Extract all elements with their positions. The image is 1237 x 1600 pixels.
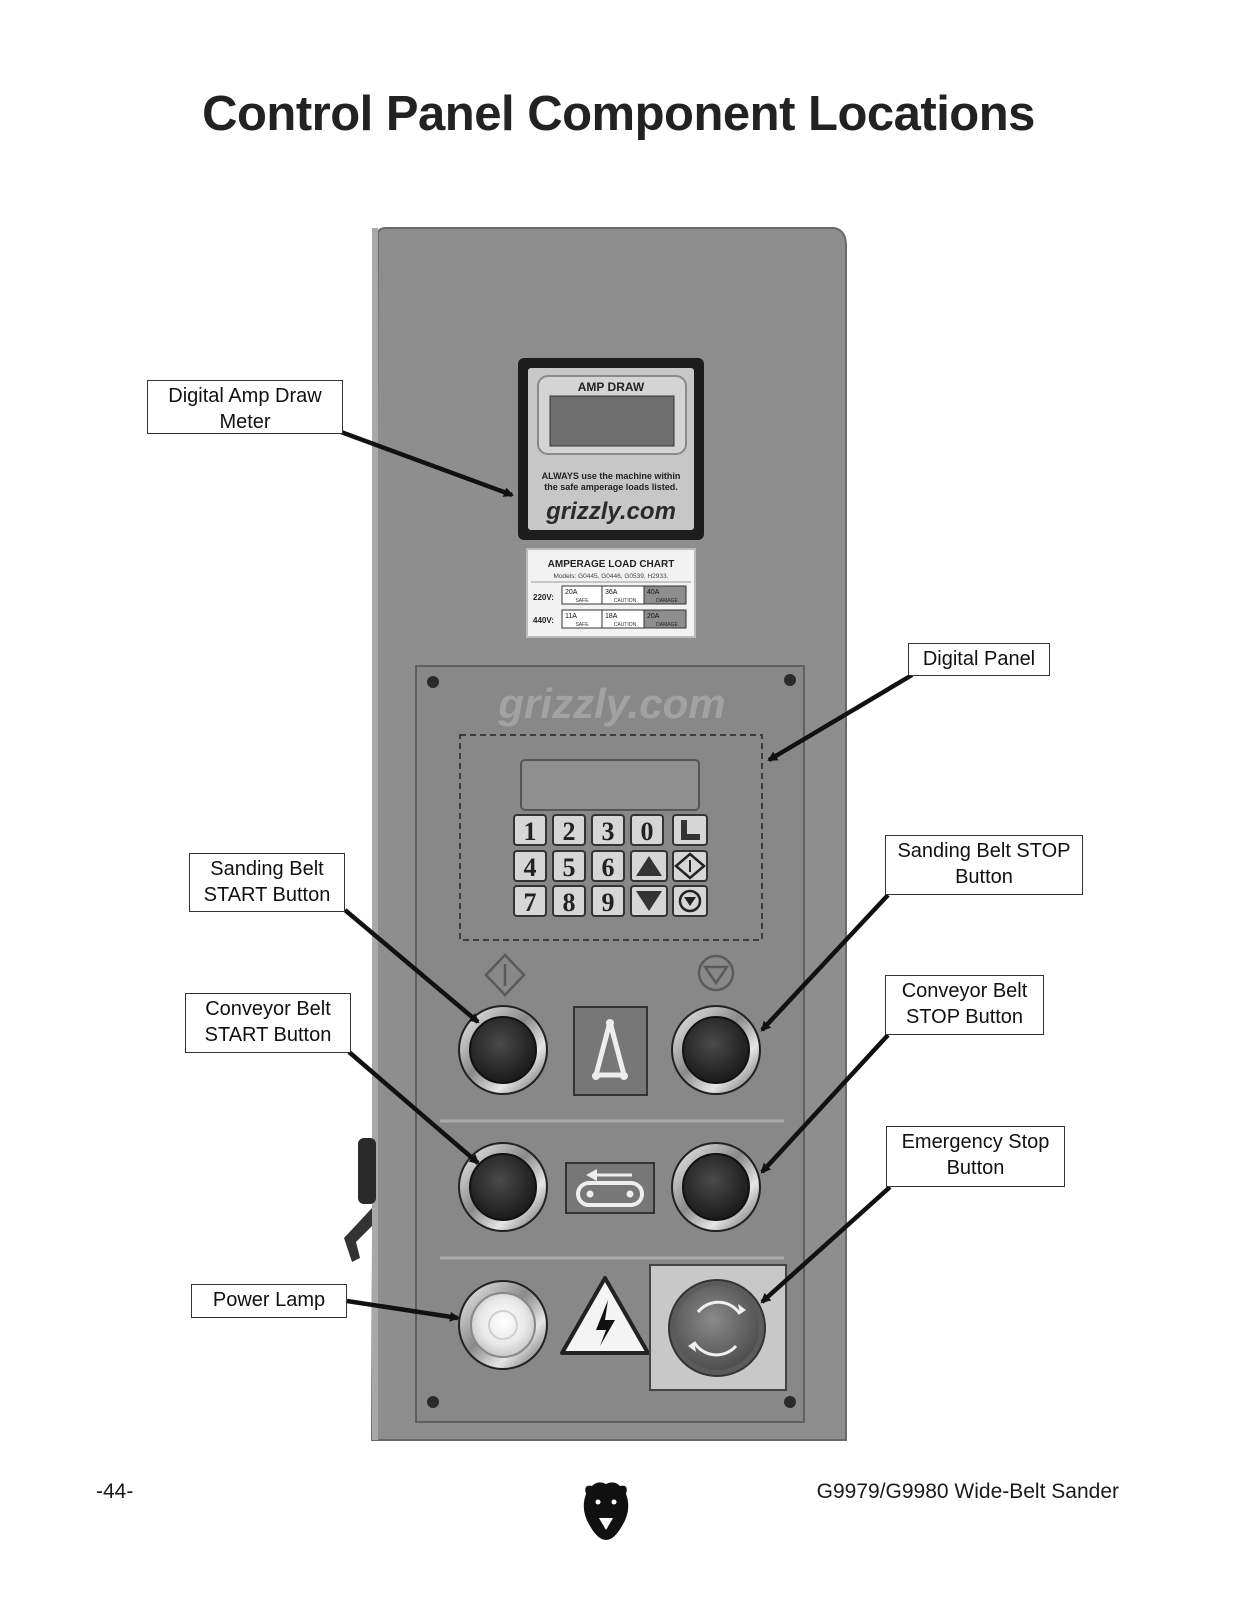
- key-4: 4: [524, 853, 537, 882]
- arrow-power-lamp: [346, 1298, 460, 1322]
- emergency-stop-button: [649, 1264, 787, 1391]
- load-row2-caution-label: CAUTION: [614, 622, 637, 628]
- arrow-amp-meter: [340, 429, 514, 498]
- electrical-warning-icon: [560, 1276, 650, 1355]
- start-symbol-icon: [484, 953, 526, 997]
- load-row2-caution: 18A: [605, 613, 618, 620]
- key-6: 6: [602, 853, 615, 882]
- callout-emergency-stop-button: Emergency Stop Button: [886, 1126, 1065, 1187]
- callout-conveyor-belt-stop-button: Conveyor Belt STOP Button: [885, 975, 1044, 1035]
- key-8: 8: [563, 888, 576, 917]
- load-chart-title: AMPERAGE LOAD CHART: [548, 559, 675, 570]
- amp-meter-warning-1: ALWAYS use the machine within: [542, 471, 681, 481]
- arrow-digital-panel: [767, 673, 914, 762]
- down-arrow-icon: [636, 891, 662, 911]
- up-arrow-icon: [636, 856, 662, 876]
- load-chart-models: Models: G0445, G0446, G0539, H2933.: [554, 573, 669, 580]
- callout-arrows: [340, 429, 914, 1322]
- load-row1-voltage: 220V:: [533, 593, 554, 602]
- callout-power-lamp: Power Lamp: [191, 1284, 347, 1318]
- load-row1-caution-label: CAUTION: [614, 598, 637, 604]
- key-9: 9: [602, 888, 615, 917]
- key-3: 3: [602, 817, 615, 846]
- conveyor-belt-start-button: [458, 1142, 548, 1232]
- footer-model-name: G9979/G9980 Wide-Belt Sander: [816, 1480, 1119, 1503]
- arrow-sanding-start: [343, 908, 480, 1024]
- key-1: 1: [524, 817, 537, 846]
- conveyor-belt-icon: [565, 1162, 655, 1214]
- start-diamond-icon: [674, 852, 706, 880]
- load-row1-caution: 36A: [605, 589, 618, 596]
- callout-sanding-belt-start-button: Sanding Belt START Button: [189, 853, 345, 912]
- callout-sanding-belt-stop-button: Sanding Belt STOP Button: [885, 835, 1083, 895]
- plate-screws: [427, 674, 796, 1408]
- arrow-conveyor-stop: [760, 1033, 890, 1174]
- amp-meter-warning-2: the safe amperage loads listed.: [544, 482, 678, 492]
- stop-symbol-icon: [697, 954, 735, 992]
- load-row1-damage: 40A: [647, 589, 660, 596]
- stop-circle-icon: [678, 889, 702, 913]
- conveyor-belt-stop-button: [671, 1142, 761, 1232]
- amp-meter-display: [549, 395, 675, 447]
- digital-panel-outline: [459, 734, 763, 941]
- footer-page-number: -44-: [96, 1480, 134, 1503]
- load-row2-voltage: 440V:: [533, 616, 554, 625]
- amp-meter-brand: grizzly.com: [545, 498, 676, 525]
- amp-draw-header: AMP DRAW: [578, 380, 645, 394]
- callout-conveyor-belt-start-button: Conveyor Belt START Button: [185, 993, 351, 1053]
- arrow-emergency-stop: [760, 1185, 892, 1304]
- key-2: 2: [563, 817, 576, 846]
- key-7: 7: [524, 888, 537, 917]
- callout-digital-panel: Digital Panel: [908, 643, 1050, 676]
- sanding-belt-start-button: [458, 1005, 548, 1095]
- keypad: 1 2 3 0 4 5 6 7 8 9: [513, 814, 708, 917]
- side-knob: [358, 1138, 376, 1204]
- key-0: 0: [641, 817, 654, 846]
- sanding-belt-stop-button: [671, 1005, 761, 1095]
- arrow-sanding-stop: [760, 893, 890, 1032]
- panel-brand-watermark: grizzly.com: [497, 680, 725, 727]
- load-row1-damage-label: DAMAGE: [656, 598, 678, 604]
- sanding-belt-icon: [573, 1006, 648, 1096]
- load-row2-damage: 20A: [647, 613, 660, 620]
- enter-key-icon: [681, 820, 700, 840]
- load-row2-safe: 11A: [565, 613, 577, 620]
- load-row1-safe-label: SAFE: [575, 598, 589, 604]
- digital-panel-display: [520, 759, 700, 811]
- load-row1-safe: 20A: [565, 589, 578, 596]
- load-row2-damage-label: DAMAGE: [656, 622, 678, 628]
- page-title: Control Panel Component Locations: [202, 87, 1035, 141]
- key-5: 5: [563, 853, 576, 882]
- arrow-conveyor-start: [347, 1050, 480, 1165]
- load-row2-safe-label: SAFE: [575, 622, 589, 628]
- amperage-load-chart: AMPERAGE LOAD CHART Models: G0445, G0446…: [526, 548, 696, 638]
- callout-digital-amp-draw-meter: Digital Amp Draw Meter: [147, 380, 343, 434]
- amp-draw-meter: AMP DRAW ALWAYS use the machine within t…: [518, 358, 704, 540]
- grizzly-bear-logo-icon: [583, 1482, 629, 1540]
- power-lamp: [458, 1280, 548, 1370]
- side-handle: [344, 1208, 372, 1262]
